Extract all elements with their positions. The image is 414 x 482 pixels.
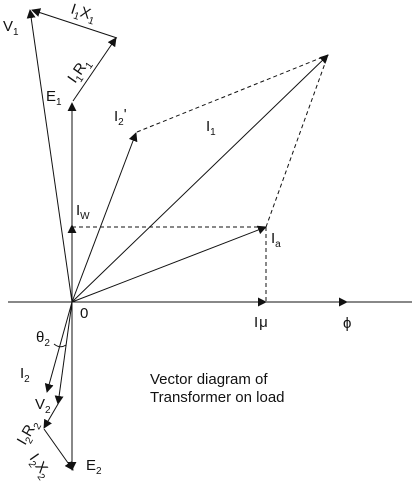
i2-label: I2	[20, 365, 30, 385]
i1x1-drop-arrow	[31, 8, 118, 39]
theta2-label: θ2	[36, 329, 50, 349]
v1-label: V1	[3, 18, 19, 38]
caption-line-2: Transformer on load	[150, 389, 285, 406]
caption-line-1: Vector diagram of	[150, 371, 268, 388]
i1r1-label: I1R1	[64, 55, 96, 88]
e1-label: E1	[46, 88, 62, 108]
phi-label: ϕ	[343, 315, 351, 332]
no-load-current-arrow	[71, 225, 267, 303]
v2-label: V2	[35, 396, 51, 416]
i1r1-drop-arrow	[72, 37, 117, 102]
i2-prime-arrow	[71, 132, 138, 303]
construction-line	[136, 54, 329, 133]
i1-primary-current-arrow	[71, 54, 329, 303]
iw-label: IW	[76, 202, 90, 222]
i2x2-drop-arrow	[43, 428, 74, 471]
v1-voltage-arrow	[26, 9, 73, 303]
i1x1-label: I1X1	[68, 1, 99, 28]
construction-line	[265, 54, 329, 228]
origin-label: 0	[80, 305, 88, 322]
theta2-angle-arc	[53, 343, 67, 348]
i2-prime-label: I2'	[114, 106, 127, 128]
i2r2-label: I2R2	[14, 416, 45, 449]
v2-voltage-arrow	[54, 301, 73, 405]
ia-label: Ia	[271, 230, 281, 250]
e2-label: E2	[86, 457, 102, 477]
i1-label: I1	[206, 118, 216, 138]
i2x2-label: I2X2	[23, 451, 54, 482]
i2r2-drop-arrow	[43, 403, 59, 429]
imu-label: Iμ	[254, 314, 268, 331]
